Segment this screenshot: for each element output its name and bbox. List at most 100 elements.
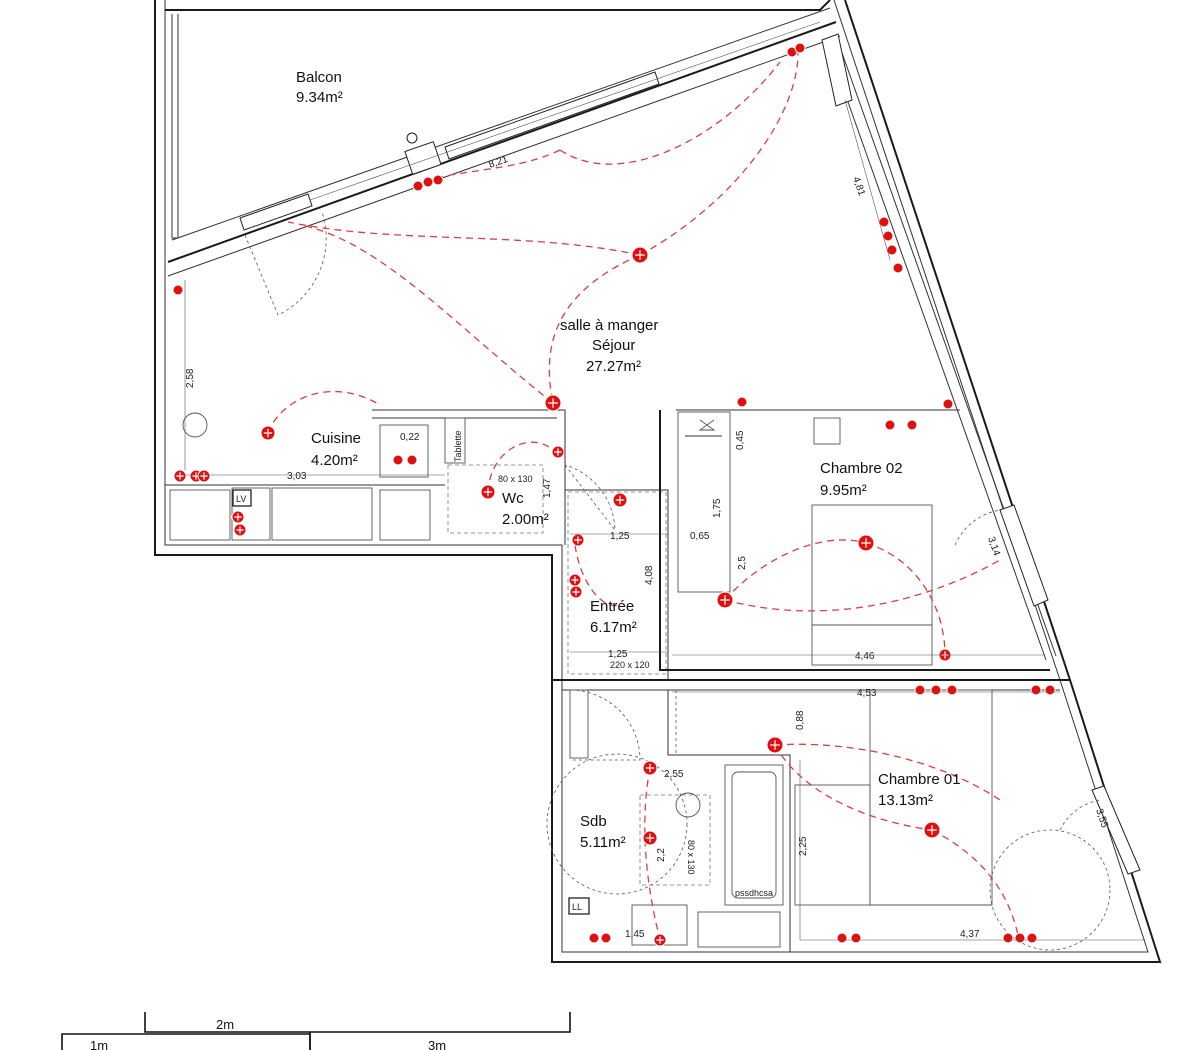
electrical-point xyxy=(878,216,890,228)
electrical-point-mark xyxy=(571,576,579,584)
chambre02-name: Chambre 02 xyxy=(820,460,903,477)
electrical-point xyxy=(432,174,444,186)
dim-314: 3,14 xyxy=(985,535,1002,557)
dim-258: 2,58 xyxy=(185,368,196,388)
douche-label: pssdhcsa xyxy=(735,888,773,898)
fixture-labels: Tablette 80 x 130 220 x 120 80 x 130 pss… xyxy=(232,430,773,915)
scale-bar: 2m 1m 3m xyxy=(61,1012,571,1050)
lv-label: LV xyxy=(236,494,246,504)
electrical-symbols xyxy=(172,42,1056,947)
ll-label: LL xyxy=(572,902,582,912)
dim-408: 4,08 xyxy=(644,565,655,585)
dim-446: 4,46 xyxy=(855,651,875,662)
electrical-point xyxy=(794,42,806,54)
electrical-point-mark xyxy=(234,513,242,521)
electrical-point-mark xyxy=(200,472,208,480)
electrical-point-mark xyxy=(635,250,645,260)
tablette-label: Tablette xyxy=(453,430,463,462)
dim-22: 2,2 xyxy=(656,848,667,862)
electrical-point-mark xyxy=(483,487,493,497)
electrical-point-mark xyxy=(645,833,655,843)
dim-125-b: 1,25 xyxy=(608,649,628,660)
sdb-name: Sdb xyxy=(580,813,607,830)
dim-147: 1,47 xyxy=(542,478,553,498)
electrical-point-mark xyxy=(176,472,184,480)
electrical-point xyxy=(850,932,862,944)
electrical-point-mark xyxy=(548,398,558,408)
sdb-area: 5.11m² xyxy=(580,834,626,851)
dim-045: 0,45 xyxy=(735,430,746,450)
wc-name: Wc xyxy=(502,490,524,507)
dim-088: 0,88 xyxy=(795,710,806,730)
electrical-point xyxy=(1014,932,1026,944)
dim-125-a: 1,25 xyxy=(610,531,630,542)
wc-area: 2.00m² xyxy=(502,511,549,528)
chambre01-name: Chambre 01 xyxy=(878,771,961,788)
electrical-point xyxy=(1002,932,1014,944)
electrical-point xyxy=(392,454,404,466)
electrical-circuits xyxy=(267,49,1019,941)
electrical-point-mark xyxy=(656,936,664,944)
wc-size-label: 80 x 130 xyxy=(498,474,533,484)
electrical-point xyxy=(930,684,942,696)
electrical-point xyxy=(884,419,896,431)
electrical-point xyxy=(1044,684,1056,696)
room-labels: Balcon 9.34m² salle à manger Séjour 27.2… xyxy=(296,69,961,851)
electrical-point xyxy=(886,244,898,256)
chambre01-area: 13.13m² xyxy=(878,792,933,809)
electrical-point-mark xyxy=(554,448,562,456)
dim-145: 1,45 xyxy=(625,929,645,940)
electrical-point-mark xyxy=(861,538,871,548)
scale-1m: 1m xyxy=(90,1038,108,1050)
sdb-size-label: 80 x 130 xyxy=(686,840,696,875)
electrical-point xyxy=(600,932,612,944)
electrical-point xyxy=(422,176,434,188)
electrical-point-mark xyxy=(770,740,780,750)
dimension-lines xyxy=(175,21,1145,941)
balcon-name: Balcon xyxy=(296,69,342,86)
balcon-area: 9.34m² xyxy=(296,89,343,106)
dim-437: 4,37 xyxy=(960,929,980,940)
cuisine-name: Cuisine xyxy=(311,430,361,447)
electrical-point xyxy=(914,684,926,696)
dim-25: 2,5 xyxy=(737,556,748,570)
dim-821: 8,21 xyxy=(487,154,509,171)
dim-481: 4,81 xyxy=(850,175,867,197)
interior-walls xyxy=(165,409,1070,952)
scale-2m: 2m xyxy=(216,1017,234,1032)
electrical-point xyxy=(1030,684,1042,696)
electrical-point xyxy=(1026,932,1038,944)
electrical-point xyxy=(892,262,904,274)
entree-area: 6.17m² xyxy=(590,619,637,636)
electrical-point-mark xyxy=(572,588,580,596)
electrical-point-mark xyxy=(927,825,937,835)
cuisine-area: 4.20m² xyxy=(311,452,358,469)
electrical-point-mark xyxy=(236,526,244,534)
dim-303: 3,03 xyxy=(287,471,307,482)
entree-name: Entrée xyxy=(590,598,634,615)
electrical-point xyxy=(946,684,958,696)
electrical-point xyxy=(906,419,918,431)
sejour-name-1: salle à manger xyxy=(560,317,658,334)
electrical-point xyxy=(942,398,954,410)
electrical-point-mark xyxy=(720,595,730,605)
electrical-point xyxy=(172,284,184,296)
scale-3m: 3m xyxy=(428,1038,446,1050)
dim-225: 2,25 xyxy=(798,836,809,856)
dim-022: 0,22 xyxy=(400,432,420,443)
chambre02-area: 9.95m² xyxy=(820,482,867,499)
electrical-point-mark xyxy=(263,428,273,438)
dimension-labels: 8,21 4,81 2,58 3,03 0,22 1,47 0,45 1,75 … xyxy=(185,154,1110,940)
electrical-point-mark xyxy=(645,763,655,773)
entree-size-label: 220 x 120 xyxy=(610,660,650,670)
electrical-point xyxy=(736,396,748,408)
sejour-name-2: Séjour xyxy=(592,337,635,354)
electrical-point-mark xyxy=(615,495,625,505)
dim-065: 0,65 xyxy=(690,531,710,542)
sejour-area: 27.27m² xyxy=(586,358,641,375)
dim-175: 1,75 xyxy=(712,498,723,518)
electrical-point xyxy=(836,932,848,944)
dim-453: 4,53 xyxy=(857,688,877,699)
dim-255: 2,55 xyxy=(664,769,684,780)
